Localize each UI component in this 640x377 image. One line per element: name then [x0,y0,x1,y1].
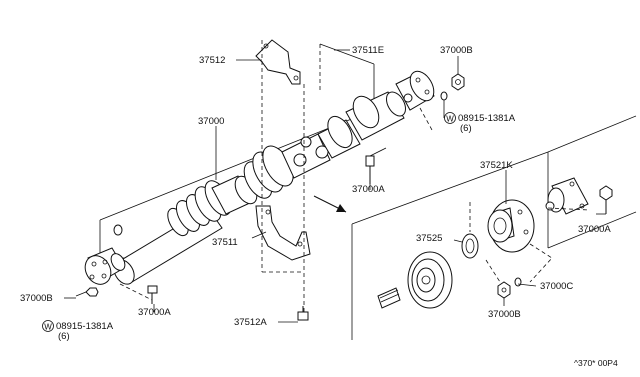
nut-top [451,66,465,91]
bolt-mid [365,147,387,184]
label-37000A-right: 37000A [578,224,611,235]
center-bearing [407,251,453,309]
bolt-bottom-left [119,283,158,304]
nut-detail [497,281,511,299]
label-08915-top-qty: (6) [460,123,472,134]
label-37000: 37000 [198,116,224,127]
washer-symbol-bottom: W [42,320,54,332]
washer-top [440,91,448,112]
label-37511E: 37511E [352,45,384,56]
leader-lines [64,49,606,323]
label-37525: 37525 [416,233,442,244]
boot-bellows-lower [167,175,258,237]
label-37000A-bottom: 37000A [138,307,171,318]
label-37511: 37511 [212,237,238,248]
label-37000C: 37000C [540,281,573,292]
direction-arrow [313,195,347,213]
label-08915-top: 08915-1381A [458,113,516,124]
label-37521K: 37521K [480,160,513,171]
label-37000B-left: 37000B [20,293,53,304]
label-37512: 37512 [199,55,225,66]
label-08915-bottom-qty: (6) [58,331,70,342]
washer-symbol-top-text: W [446,115,454,124]
washer-symbol-top: W [444,112,456,124]
label-37512A: 37512A [234,317,267,328]
washer-detail [514,277,522,287]
label-37000A-mid: 37000A [352,184,385,195]
bracket-upper [255,39,301,85]
detail-inset [351,115,637,340]
front-tube [345,91,406,141]
flange-yoke-left [84,247,126,285]
flange-yoke-front [395,70,435,111]
diagram-code: ^370* 00P4 [574,358,618,368]
insulator-ring [461,233,479,259]
stub-shaft [377,287,401,309]
companion-flange [487,199,535,253]
ring-small [113,224,123,236]
label-37000B-top: 37000B [440,45,473,56]
label-37000B-bottom: 37000B [488,309,521,320]
label-08915-bottom: 08915-1381A [56,321,114,332]
bolt-bottom [297,306,309,321]
flange-yoke-detail [545,177,589,215]
propeller-shaft-assembly [75,39,465,321]
center-boot [243,145,294,199]
washer-symbol-bottom-text: W [44,323,52,332]
center-u-joint [281,115,361,179]
bolt-detail [599,185,613,214]
nut-left [75,287,99,297]
